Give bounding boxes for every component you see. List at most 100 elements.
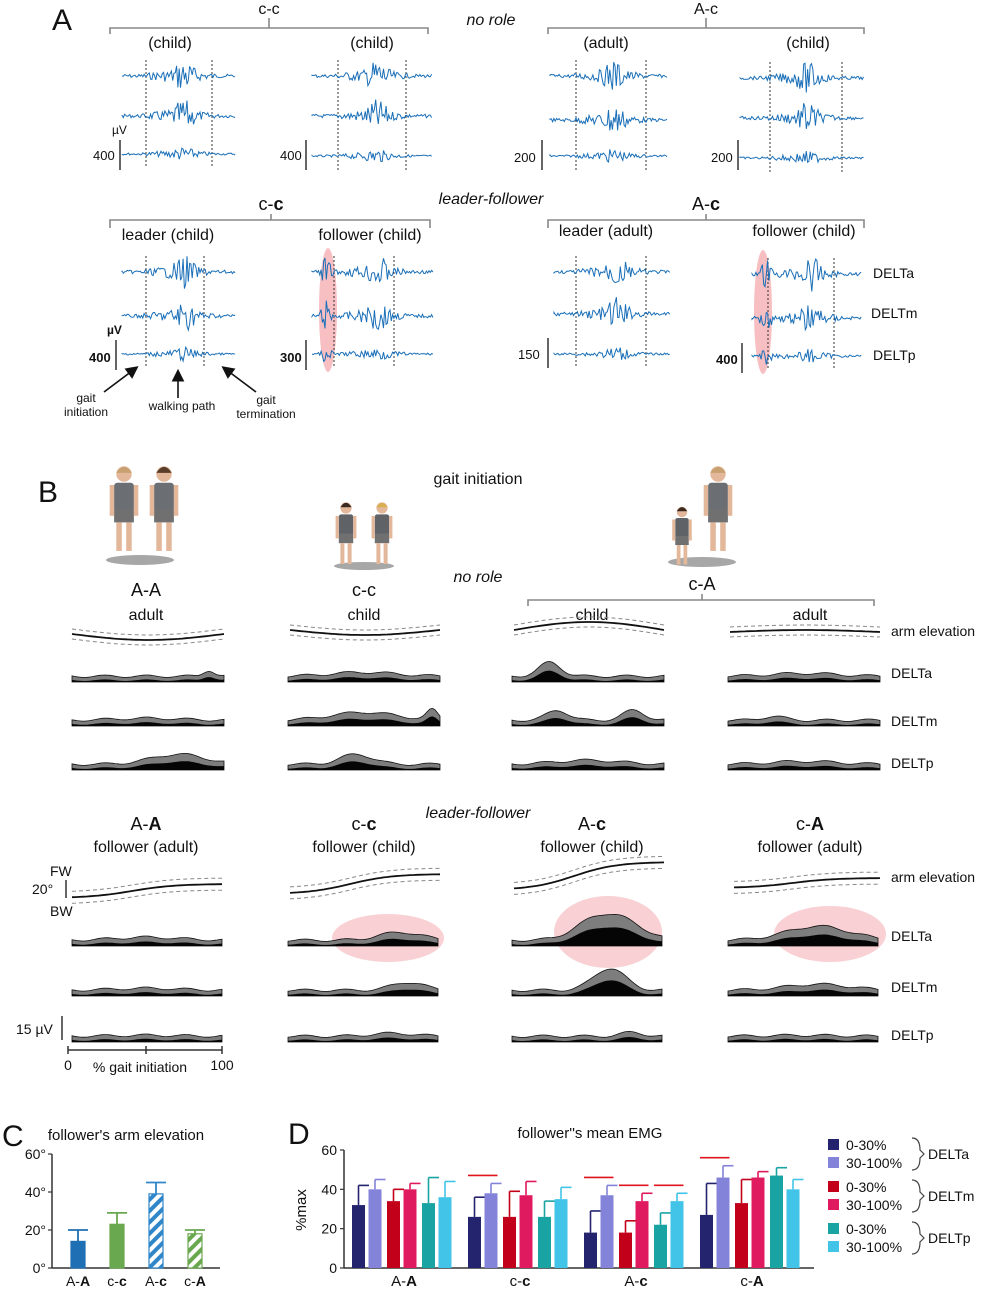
chart-d-legend-swatch bbox=[828, 1181, 839, 1192]
b-figures-adult-adult bbox=[106, 466, 179, 565]
chart-d-bar bbox=[770, 1175, 783, 1268]
emg-envelope-mean bbox=[72, 761, 224, 770]
chart-d-bar bbox=[635, 1201, 649, 1268]
a-emg-traces bbox=[121, 60, 864, 370]
chart-d-legend-swatch bbox=[828, 1157, 839, 1168]
emg-trace bbox=[549, 149, 668, 164]
chart-d-legend-label: 30-100% bbox=[846, 1239, 902, 1255]
chart-d-ytick: 20 bbox=[321, 1221, 337, 1237]
b-ca-bracket bbox=[527, 594, 875, 606]
chart-d-legend-label: 30-100% bbox=[846, 1155, 902, 1171]
arm-elevation-curve bbox=[71, 883, 222, 899]
chart-c-ytick: 0° bbox=[33, 1260, 46, 1276]
emg-envelope-sd bbox=[287, 707, 441, 727]
chart-d-legend-label: 30-100% bbox=[846, 1197, 902, 1213]
emg-envelope-mean bbox=[72, 1038, 222, 1042]
arm-sd-lower bbox=[513, 867, 665, 895]
arm-elevation-curve bbox=[289, 873, 441, 894]
b-x-max: 100 bbox=[210, 1057, 234, 1073]
chart-d-bar bbox=[519, 1195, 533, 1268]
chart-d-legend-brace bbox=[911, 1221, 925, 1255]
chart-d-xtick: c-c bbox=[510, 1273, 531, 1290]
emg-envelope-sd bbox=[727, 759, 881, 771]
chart-d-bar bbox=[503, 1216, 516, 1268]
a-annotation: gait bbox=[76, 391, 96, 405]
b-fw-label: FW bbox=[50, 863, 73, 879]
emg-envelope-mean bbox=[72, 941, 222, 946]
chart-c-bar bbox=[70, 1240, 86, 1269]
chart-d-bar bbox=[716, 1177, 730, 1268]
chart-d-bar bbox=[468, 1216, 481, 1268]
b-angle-scale: 20° bbox=[32, 881, 53, 897]
b-row-label: DELTp bbox=[891, 755, 934, 771]
chart-d-bar bbox=[654, 1224, 667, 1268]
emg-envelope-mean bbox=[72, 677, 224, 682]
chart-d-ytick: 0 bbox=[329, 1260, 337, 1276]
chart-d-xtick: A-A bbox=[391, 1273, 417, 1290]
a-no-role-title: no role bbox=[467, 12, 516, 29]
arm-sd-lower bbox=[71, 638, 225, 646]
a-scale-value: 200 bbox=[711, 150, 733, 165]
chart-d-legend-swatch bbox=[828, 1223, 839, 1234]
panel-d-label: D bbox=[288, 1118, 310, 1151]
arm-sd-lower bbox=[733, 883, 881, 894]
emg-envelope-mean bbox=[288, 1037, 438, 1042]
arm-elevation-curve bbox=[513, 861, 665, 890]
emg-envelope-mean bbox=[728, 721, 880, 726]
chart-d-bar bbox=[670, 1201, 684, 1268]
chart-d-legend-group: DELTa bbox=[928, 1146, 969, 1162]
chart-c-ytick: 40° bbox=[25, 1184, 46, 1200]
a-leader-follower-title: leader-follower bbox=[439, 191, 544, 208]
chart-d-bar bbox=[484, 1193, 498, 1268]
a-annotation: termination bbox=[236, 407, 295, 421]
chart-d-bar bbox=[584, 1232, 597, 1268]
chart-d-bar bbox=[538, 1216, 551, 1268]
chart-d-bar bbox=[368, 1189, 382, 1268]
arm-elevation-curve bbox=[733, 877, 881, 889]
emg-envelope-mean bbox=[512, 927, 662, 946]
a-col-label: (child) bbox=[350, 35, 394, 52]
b-figures-child-child bbox=[334, 502, 394, 570]
chart-d-bar bbox=[422, 1203, 435, 1268]
emg-envelope-mean bbox=[512, 980, 662, 996]
chart-d-legend-label: 0-30% bbox=[846, 1137, 886, 1153]
b-traces bbox=[71, 616, 881, 1043]
a-col-label: leader (adult) bbox=[559, 223, 653, 240]
a-scale-value: 400 bbox=[716, 352, 738, 367]
b-row-label: arm elevation bbox=[891, 869, 975, 885]
a-lf-group-label: c-c bbox=[258, 194, 283, 214]
b-lf-group-sub: follower (child) bbox=[540, 839, 643, 856]
chart-c-bar bbox=[148, 1193, 164, 1269]
b-figures-child-adult bbox=[668, 466, 736, 567]
b-row-label: DELTp bbox=[891, 1027, 934, 1043]
emg-envelope-mean bbox=[728, 677, 880, 682]
emg-envelope-mean bbox=[728, 989, 878, 996]
emg-envelope-mean bbox=[512, 717, 664, 726]
chart-c-title: follower's arm elevation bbox=[48, 1127, 204, 1144]
chart-d-legend-label: 0-30% bbox=[846, 1179, 886, 1195]
emg-trace bbox=[121, 147, 236, 160]
chart-c-ytick: 20° bbox=[25, 1222, 46, 1238]
chart-d-legend-brace bbox=[911, 1179, 925, 1213]
chart-d-legend-group: DELTp bbox=[928, 1230, 971, 1246]
arm-sd-upper bbox=[513, 855, 665, 883]
a-col-label: (child) bbox=[786, 35, 830, 52]
emg-trace bbox=[311, 300, 434, 331]
a-unit-label: µV bbox=[107, 323, 122, 337]
a-col-label: (child) bbox=[148, 35, 192, 52]
panel-a-label: A bbox=[52, 4, 72, 37]
emg-envelope-mean bbox=[288, 761, 440, 770]
emg-envelope-mean bbox=[72, 992, 222, 996]
b-group-sub: adult bbox=[129, 607, 164, 624]
a-scale-value: 400 bbox=[89, 350, 111, 365]
emg-trace bbox=[751, 305, 862, 332]
arm-elevation-curve bbox=[71, 633, 225, 641]
panel-b-label: B bbox=[38, 476, 58, 509]
chart-d-bar bbox=[619, 1232, 632, 1268]
chart-d-title: follower''s mean EMG bbox=[518, 1125, 663, 1142]
a-scale-value: 400 bbox=[93, 148, 115, 163]
chart-d-legend-brace bbox=[911, 1137, 925, 1171]
chart-d-ytick: 40 bbox=[321, 1181, 337, 1197]
panel-c-label: C bbox=[2, 1120, 24, 1153]
emg-trace bbox=[751, 258, 862, 292]
